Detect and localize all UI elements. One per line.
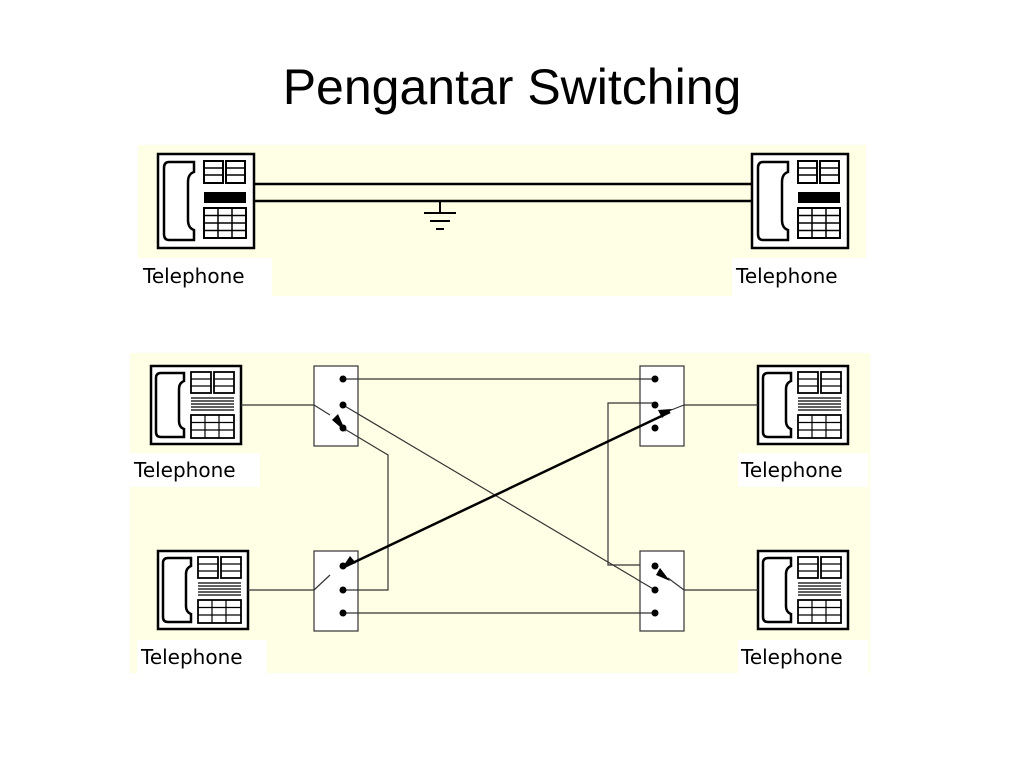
- trunk-lines: [241, 378, 758, 614]
- telephone-label: Telephone: [735, 264, 838, 288]
- telephone-icon: [149, 364, 243, 446]
- telephone-label: Telephone: [142, 264, 245, 288]
- label-bg: [130, 453, 260, 487]
- telephone-label: Telephone: [740, 458, 843, 482]
- switch-contacts: [339, 375, 659, 617]
- label-bg: [738, 640, 868, 674]
- telephone-icon: [156, 549, 250, 631]
- telephone-label: Telephone: [740, 645, 843, 669]
- bottom-panel: [130, 353, 870, 673]
- label-bg: [138, 258, 272, 296]
- telephone-icon: [750, 152, 850, 250]
- telephone-icon: [156, 152, 256, 250]
- label-bg: [137, 640, 267, 674]
- telephone-label: Telephone: [133, 458, 236, 482]
- switch-arrow: [656, 568, 670, 581]
- bottom-diagram: Telephone Telephone Telephone Telephone: [130, 353, 870, 674]
- switch-icon: [639, 365, 685, 447]
- telephone-label: Telephone: [140, 645, 243, 669]
- slide-title: Pengantar Switching: [282, 59, 742, 115]
- label-bg: [738, 453, 868, 487]
- label-bg: [732, 258, 866, 296]
- telephone-icon: [756, 364, 850, 446]
- telephone-icon: [756, 549, 850, 631]
- switch-arrow: [658, 409, 672, 418]
- switch-icon: [313, 365, 359, 447]
- switch-icon: [639, 550, 685, 632]
- ground-icon: [424, 201, 456, 230]
- active-connection: [341, 410, 671, 570]
- top-diagram: Telephone Telephone: [138, 145, 866, 296]
